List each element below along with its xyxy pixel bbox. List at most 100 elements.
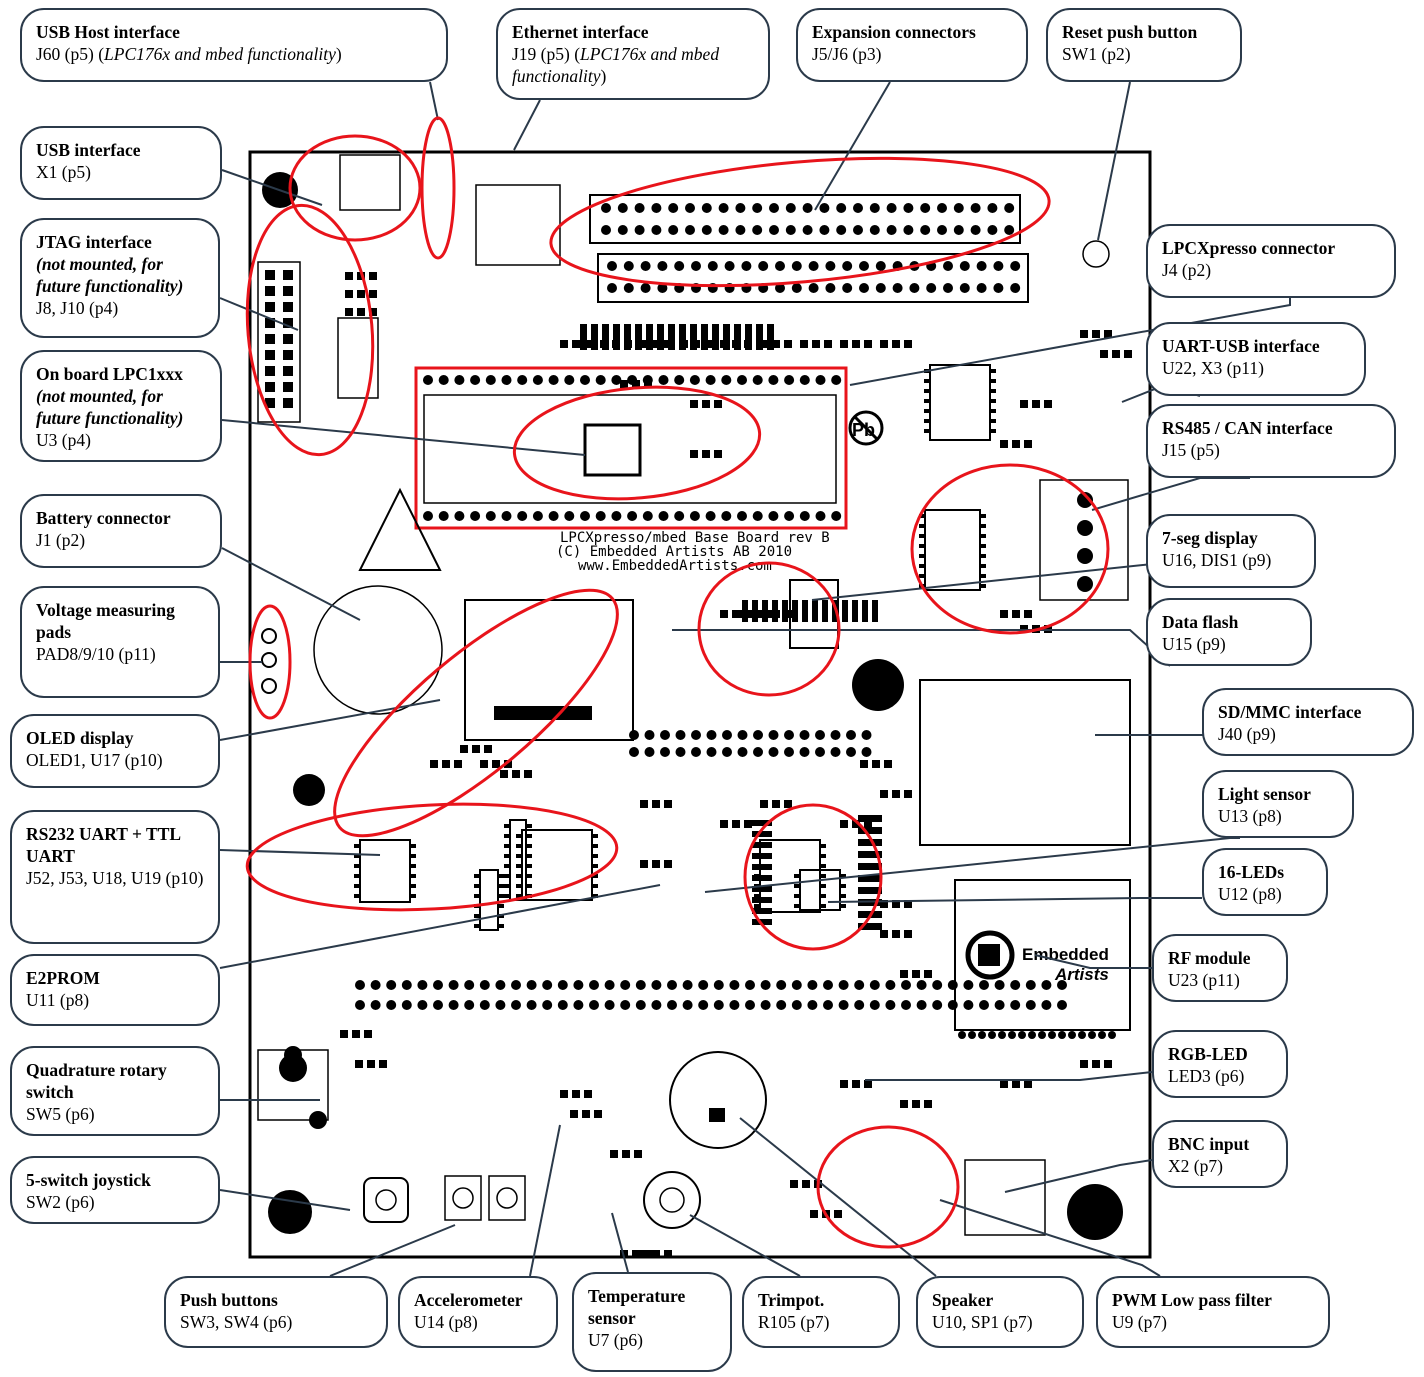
callout-expansion: Expansion connectors J5/J6 (p3) [796,8,1028,82]
pin [808,261,819,271]
pin [629,747,639,757]
pin [791,261,802,271]
callout-sdmmc: SD/MMC interface J40 (p9) [1202,688,1414,756]
pin [604,1000,615,1010]
pin [722,747,732,757]
leader-line [611,1212,629,1273]
pin [1025,980,1036,990]
pin [401,980,412,990]
pin [735,203,746,213]
pin [831,511,842,521]
pin [768,730,779,740]
leader-line [219,1189,351,1211]
pin [667,980,677,990]
lpc1xxx-chip [583,423,642,477]
pin [580,375,590,385]
leader-line [221,547,361,621]
callout-title: Data flash [1162,612,1239,632]
pin [657,261,668,271]
pin [532,375,543,385]
pin [994,980,1005,990]
measure-pad [261,652,277,668]
pin [784,730,794,740]
pin [464,1000,475,1010]
leader-line [1091,477,1250,511]
pin [953,225,964,235]
pin [644,747,655,757]
leader-line [814,81,891,211]
callout-title: JTAG interface [36,232,152,252]
pin [1004,225,1015,235]
pin [752,375,763,385]
trimpot [643,1171,701,1229]
pin [701,225,712,235]
pin [423,375,433,385]
pin [970,203,981,213]
pin [823,1000,833,1010]
pin [836,203,847,213]
callout-title: RS232 UART + TTL UART [26,824,181,866]
pin [1028,1031,1036,1039]
pin [799,747,810,757]
pin [517,375,528,385]
callout-e2prom: E2PROM U11 (p8) [10,954,220,1026]
pin [623,261,634,271]
callout-jtag: JTAG interface (not mounted, for future … [20,218,220,338]
pin [869,1000,880,1010]
pin [595,511,606,521]
pin [1038,1031,1046,1039]
pin [1041,1000,1052,1010]
pin [846,730,856,740]
callout-uart-usb: UART-USB interface U22, X3 (p11) [1146,322,1366,396]
pin [674,375,685,385]
pin [1025,1000,1036,1010]
pin [1041,980,1052,990]
highlight-ellipse [512,385,762,501]
pin [776,980,787,990]
battery-holder [313,585,443,715]
pin [735,225,746,235]
pin [658,375,669,385]
pin [1058,1031,1066,1039]
callout-rgb: RGB-LED LED3 (p6) [1152,1030,1288,1098]
pin [937,203,947,213]
pin [838,980,849,990]
pin [976,261,987,271]
pin [604,980,615,990]
pin [607,283,617,293]
pin [842,283,853,293]
pin [660,747,670,757]
pcb-components [257,154,1132,1258]
pin [601,203,611,213]
ic-chip [924,509,981,591]
pin [1108,1031,1116,1039]
pin [737,730,748,740]
pin [660,730,670,740]
pin [799,511,810,521]
callout-accel: Accelerometer U14 (p8) [398,1276,558,1348]
pin [745,980,755,990]
pin [557,1000,568,1010]
callout-dataflash: Data flash U15 (p9) [1146,598,1312,666]
measure-pad [261,628,277,644]
callout-title: Ethernet interface [512,22,649,42]
pin [987,225,998,235]
callout-title: USB Host interface [36,22,180,42]
pin [994,1000,1005,1010]
pin [1078,1031,1086,1039]
pin [901,1000,911,1010]
pin [1010,261,1021,271]
pin [943,283,953,293]
pin [785,225,796,235]
pin [722,730,732,740]
pin [651,225,662,235]
pin [752,225,763,235]
board-outline [248,150,1152,1259]
leader-line [221,169,323,206]
pin [423,511,433,521]
pin [815,511,826,521]
pin [644,730,655,740]
callout-usb: USB interface X1 (p5) [20,126,222,200]
highlight-ellipses [245,116,1110,1249]
callout-title: Expansion connectors [812,22,976,42]
